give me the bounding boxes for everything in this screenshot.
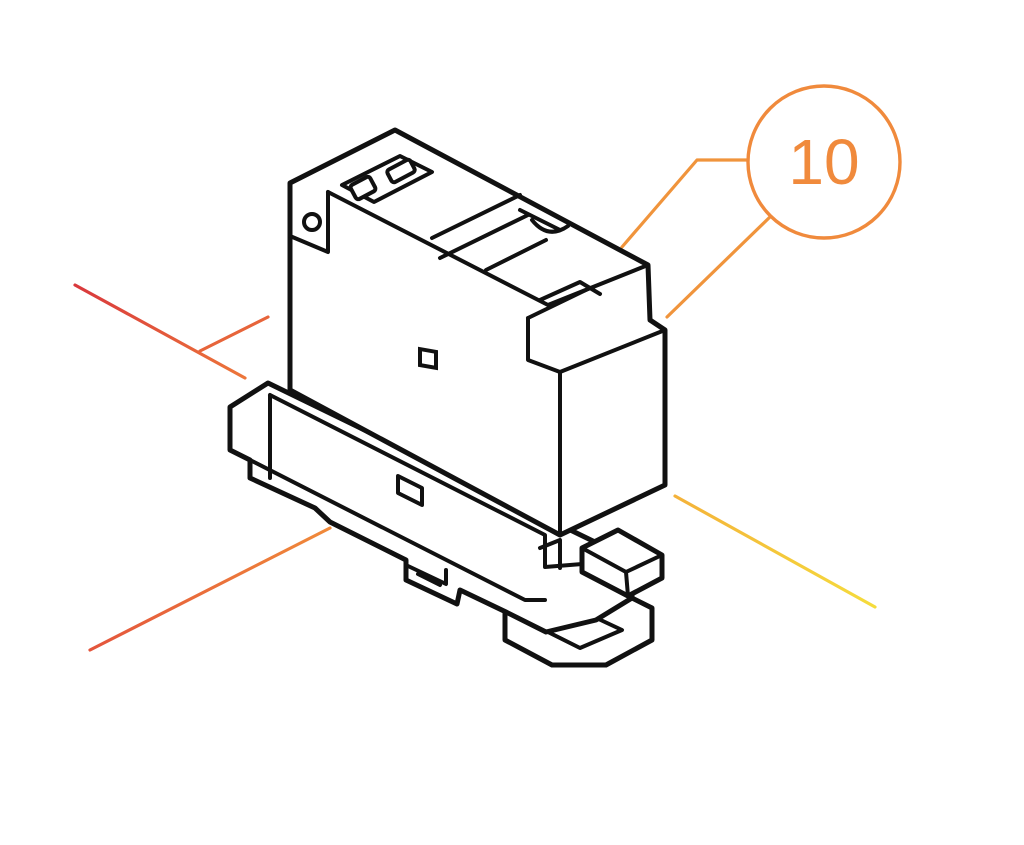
top-label-notch [484, 208, 562, 272]
callout-ring [746, 84, 902, 240]
front-indicator [418, 346, 438, 371]
din-rail-base [227, 380, 665, 668]
housing-left-ear [288, 190, 330, 254]
mounting-hole [302, 212, 322, 232]
base-end-cap [538, 538, 562, 570]
shoulder-slot [538, 280, 592, 302]
relay-housing [287, 127, 668, 538]
leader-line-left-bottom [88, 526, 332, 652]
front-tab [396, 474, 424, 507]
side-clip [579, 527, 665, 599]
housing-front-edge [558, 328, 667, 537]
callout-number: 10 [788, 126, 859, 198]
housing-top-edge [288, 181, 650, 307]
callout-badge: 10 [746, 84, 902, 240]
relay-device [227, 127, 668, 668]
leader-line-right-middle [665, 213, 774, 319]
side-clip-edge [580, 546, 664, 598]
leader-lines [73, 158, 877, 652]
test-button [348, 174, 378, 202]
top-divider [430, 193, 530, 260]
top-arc [530, 218, 570, 234]
base-bottom-clip [406, 564, 448, 587]
base-top-edge [248, 458, 547, 602]
leader-line-right-bottom [673, 494, 877, 609]
leader-line-right-top [620, 158, 750, 249]
indicator-window [385, 157, 417, 185]
leader-line-left-top [73, 283, 270, 380]
